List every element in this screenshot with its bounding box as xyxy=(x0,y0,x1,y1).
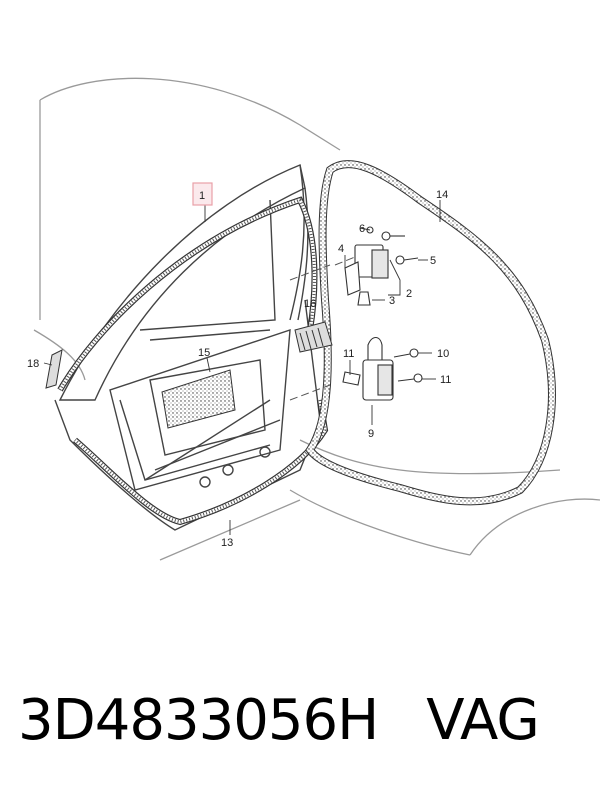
callout-16[interactable]: 16 xyxy=(304,298,316,310)
callout-2[interactable]: 2 xyxy=(406,288,412,300)
trim-strip xyxy=(45,349,63,389)
callout-4[interactable]: 4 xyxy=(338,243,344,255)
body-opening-seal xyxy=(305,160,556,506)
callout-10[interactable]: 10 xyxy=(437,348,449,360)
callout-11b[interactable]: 11 xyxy=(440,374,451,386)
insulation-pad xyxy=(161,369,236,429)
callout-11a[interactable]: 11 xyxy=(343,348,354,360)
car-body-outline xyxy=(33,77,600,561)
lower-hinge xyxy=(342,336,423,401)
assembly-lines xyxy=(289,254,361,401)
callout-18[interactable]: 18 xyxy=(27,358,39,370)
door-shell xyxy=(54,299,321,531)
part-number-caption: 3D4833056H VAG xyxy=(18,688,598,768)
callout-1[interactable]: 1 xyxy=(199,190,205,202)
brand-name: VAG xyxy=(426,688,539,753)
callout-15[interactable]: 15 xyxy=(198,347,210,359)
callout-9[interactable]: 9 xyxy=(368,428,374,440)
door-exploded-diagram: 1 2 3 4 5 6 9 10 11 11 13 14 15 16 18 xyxy=(27,77,600,561)
part-number: 3D4833056H xyxy=(18,688,379,753)
leader-lines xyxy=(43,200,441,535)
callout-14[interactable]: 14 xyxy=(436,189,448,201)
cover-cap xyxy=(294,321,333,353)
door-window-frame xyxy=(58,164,309,401)
upper-hinge xyxy=(344,226,419,306)
callout-6[interactable]: 6 xyxy=(359,223,365,235)
callout-5[interactable]: 5 xyxy=(430,255,436,267)
callout-13[interactable]: 13 xyxy=(221,537,233,549)
callout-1-highlight xyxy=(192,182,213,206)
callout-3[interactable]: 3 xyxy=(389,295,395,307)
